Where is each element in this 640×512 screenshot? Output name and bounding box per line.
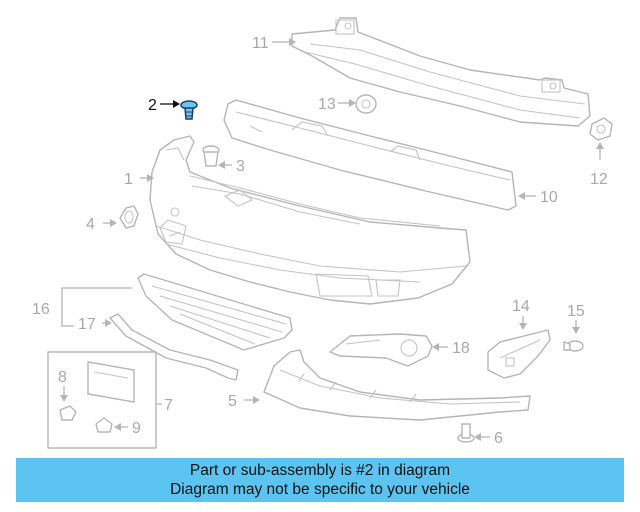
callout-5-arrowhead [253,396,260,404]
license-plate-bracket-part[interactable] [87,361,135,403]
callout-8: 8 [58,369,67,386]
reinforcement-beam-part[interactable] [291,17,591,127]
molding-strip-part[interactable] [109,313,239,381]
callout-9: 9 [132,420,141,437]
callout-11: 11 [252,35,269,52]
callout-3: 3 [236,158,245,175]
side-bracket-part[interactable] [487,329,551,379]
callout-18: 18 [452,340,470,357]
callout-6-arrowhead [474,433,481,441]
screw-part[interactable] [563,340,584,352]
license-plate-group-frame [47,351,157,449]
callout-8-arrowhead [60,395,68,402]
callout-5: 5 [228,393,237,410]
callout-15: 15 [567,303,585,320]
callout-10: 10 [540,189,558,206]
callout-12: 12 [590,171,608,188]
callout-3-arrowhead [218,161,225,169]
callout-14-arrowhead [519,323,527,330]
banner-line-2: Diagram may not be specific to your vehi… [170,481,470,498]
clip-part[interactable] [589,117,613,141]
callout-17: 17 [78,316,96,333]
fog-lamp-bezel-part[interactable] [329,333,433,367]
callout-16-bracket [61,287,132,327]
banner-line-1: Part or sub-assembly is #2 in diagram [189,462,451,479]
callout-6: 6 [494,430,503,447]
callout-17-arrowhead [105,319,112,327]
callout-13-arrowhead [349,99,356,107]
callout-7: 7 [164,397,173,414]
push-clip-part[interactable] [457,423,475,443]
callout-1: 1 [124,171,133,188]
energy-absorber-part[interactable] [223,99,517,211]
callout-15-arrowhead [572,327,580,334]
lower-spoiler-part[interactable] [263,349,531,421]
push-pin-part[interactable] [202,145,220,167]
callout-11-arrowhead [289,38,296,46]
callout-1-arrowhead [147,174,154,182]
callout-13: 13 [318,96,336,113]
callout-18-arrowhead [432,343,439,351]
callout-10-arrowhead [518,192,525,200]
callout-9-arrowhead [114,423,121,431]
grommet-part[interactable] [355,94,377,114]
callout-4-arrowhead [110,219,117,227]
plate-nut-part[interactable] [95,417,113,433]
bolt-part-highlighted[interactable] [180,100,198,120]
callout-14: 14 [512,298,530,315]
lower-grille-part[interactable] [137,273,293,351]
part-info-banner: Part or sub-assembly is #2 in diagram Di… [16,458,624,502]
bumper-cover-part[interactable] [149,135,471,305]
callout-4: 4 [86,216,95,233]
callout-2: 2 [148,97,157,114]
callout-16: 16 [32,301,50,318]
parts-diagram: 11 13 12 10 2 3 [32,17,613,449]
plate-screw-part[interactable] [59,405,77,421]
callout-2-arrowhead [173,100,180,108]
callout-12-arrowhead [596,142,604,149]
cap-part[interactable] [119,205,139,229]
